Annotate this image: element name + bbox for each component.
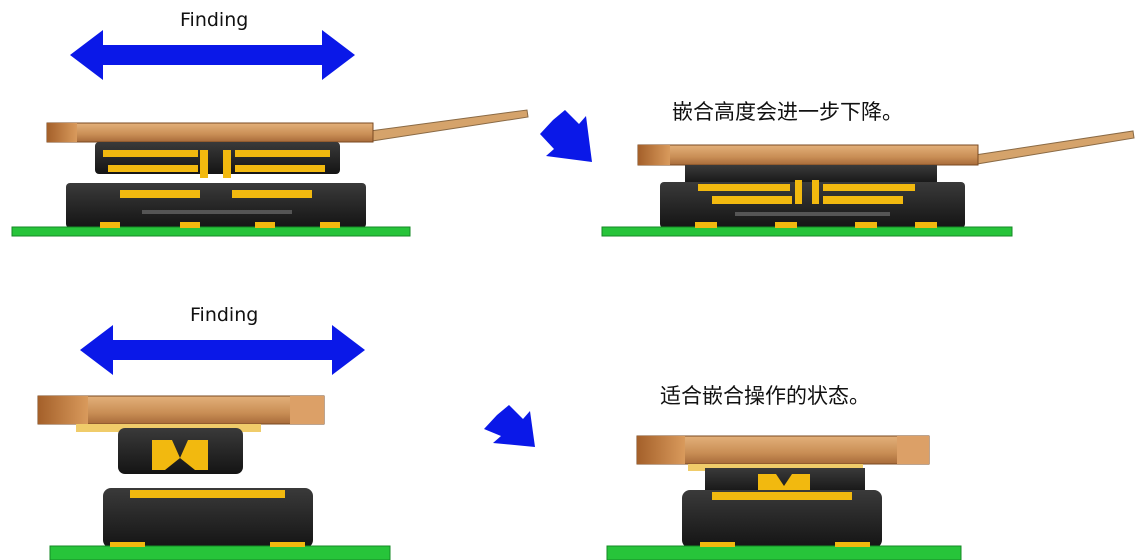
- receptacle-contact: [712, 492, 852, 500]
- receptacle-connector: [682, 490, 882, 548]
- upper-board-edge: [637, 436, 685, 464]
- mated-contact: [823, 196, 903, 204]
- mated-contact: [758, 474, 810, 495]
- plug-contact: [223, 150, 231, 178]
- upper-board-edge: [897, 436, 929, 464]
- plug-contact: [235, 165, 325, 172]
- receptacle-slot: [735, 212, 890, 216]
- top-left-assembly: [11, 30, 529, 237]
- solder-pad: [695, 222, 717, 228]
- bottom-right-assembly: [606, 435, 962, 560]
- double-arrow-icon: [70, 30, 355, 80]
- mated-contact: [812, 180, 819, 204]
- plug-connector: [685, 165, 937, 185]
- plug-flange: [688, 464, 863, 471]
- upper-board: [636, 435, 930, 465]
- receptacle-slot: [142, 210, 292, 214]
- top-right-assembly: [601, 130, 1135, 237]
- upper-board: [637, 144, 979, 166]
- solder-pad: [915, 222, 937, 228]
- pcb: [11, 226, 411, 237]
- caption-bottom: 适合嵌合操作的状态。: [660, 384, 870, 408]
- plug-connector: [118, 428, 243, 474]
- plug-contact: [103, 150, 198, 157]
- double-arrow-icon: [80, 325, 365, 375]
- down-right-arrow-icon: [484, 405, 535, 447]
- solder-pad: [855, 222, 877, 228]
- upper-board-edge: [47, 123, 77, 142]
- plug-contact: [152, 440, 208, 470]
- mated-contact: [823, 184, 915, 191]
- receptacle-connector: [66, 183, 366, 228]
- pcb: [49, 545, 391, 560]
- solder-pad: [320, 222, 340, 228]
- plug-contact: [108, 165, 198, 172]
- flex-cable: [369, 109, 529, 142]
- upper-board-edge: [38, 396, 88, 424]
- solder-pad: [700, 542, 735, 547]
- finding-label-bottom: Finding: [190, 304, 259, 326]
- solder-pad: [180, 222, 200, 228]
- solder-pad: [110, 542, 145, 547]
- solder-pad: [775, 222, 797, 228]
- solder-pad: [270, 542, 305, 547]
- receptacle-connector: [103, 488, 313, 548]
- mated-contact: [795, 180, 802, 204]
- mated-contact: [698, 184, 790, 191]
- mated-contact: [712, 196, 792, 204]
- pcb: [601, 226, 1013, 237]
- upper-board-edge: [638, 145, 670, 165]
- solder-pad: [255, 222, 275, 228]
- solder-pad: [100, 222, 120, 228]
- receptacle-connector: [660, 182, 965, 228]
- upper-board-edge: [290, 396, 324, 424]
- flex-cable: [974, 130, 1135, 165]
- finding-label-top: Finding: [180, 9, 249, 31]
- plug-contact: [235, 150, 330, 157]
- caption-top: 嵌合高度会进一步下降。: [672, 100, 903, 124]
- pcb: [606, 545, 962, 560]
- upper-board: [46, 122, 374, 143]
- bottom-left-assembly: [37, 325, 391, 560]
- plug-contact: [200, 150, 208, 178]
- receptacle-contact: [130, 490, 285, 498]
- receptacle-contact: [120, 190, 200, 198]
- receptacle-contact: [232, 190, 312, 198]
- solder-pad: [835, 542, 870, 547]
- down-right-arrow-icon: [540, 110, 592, 162]
